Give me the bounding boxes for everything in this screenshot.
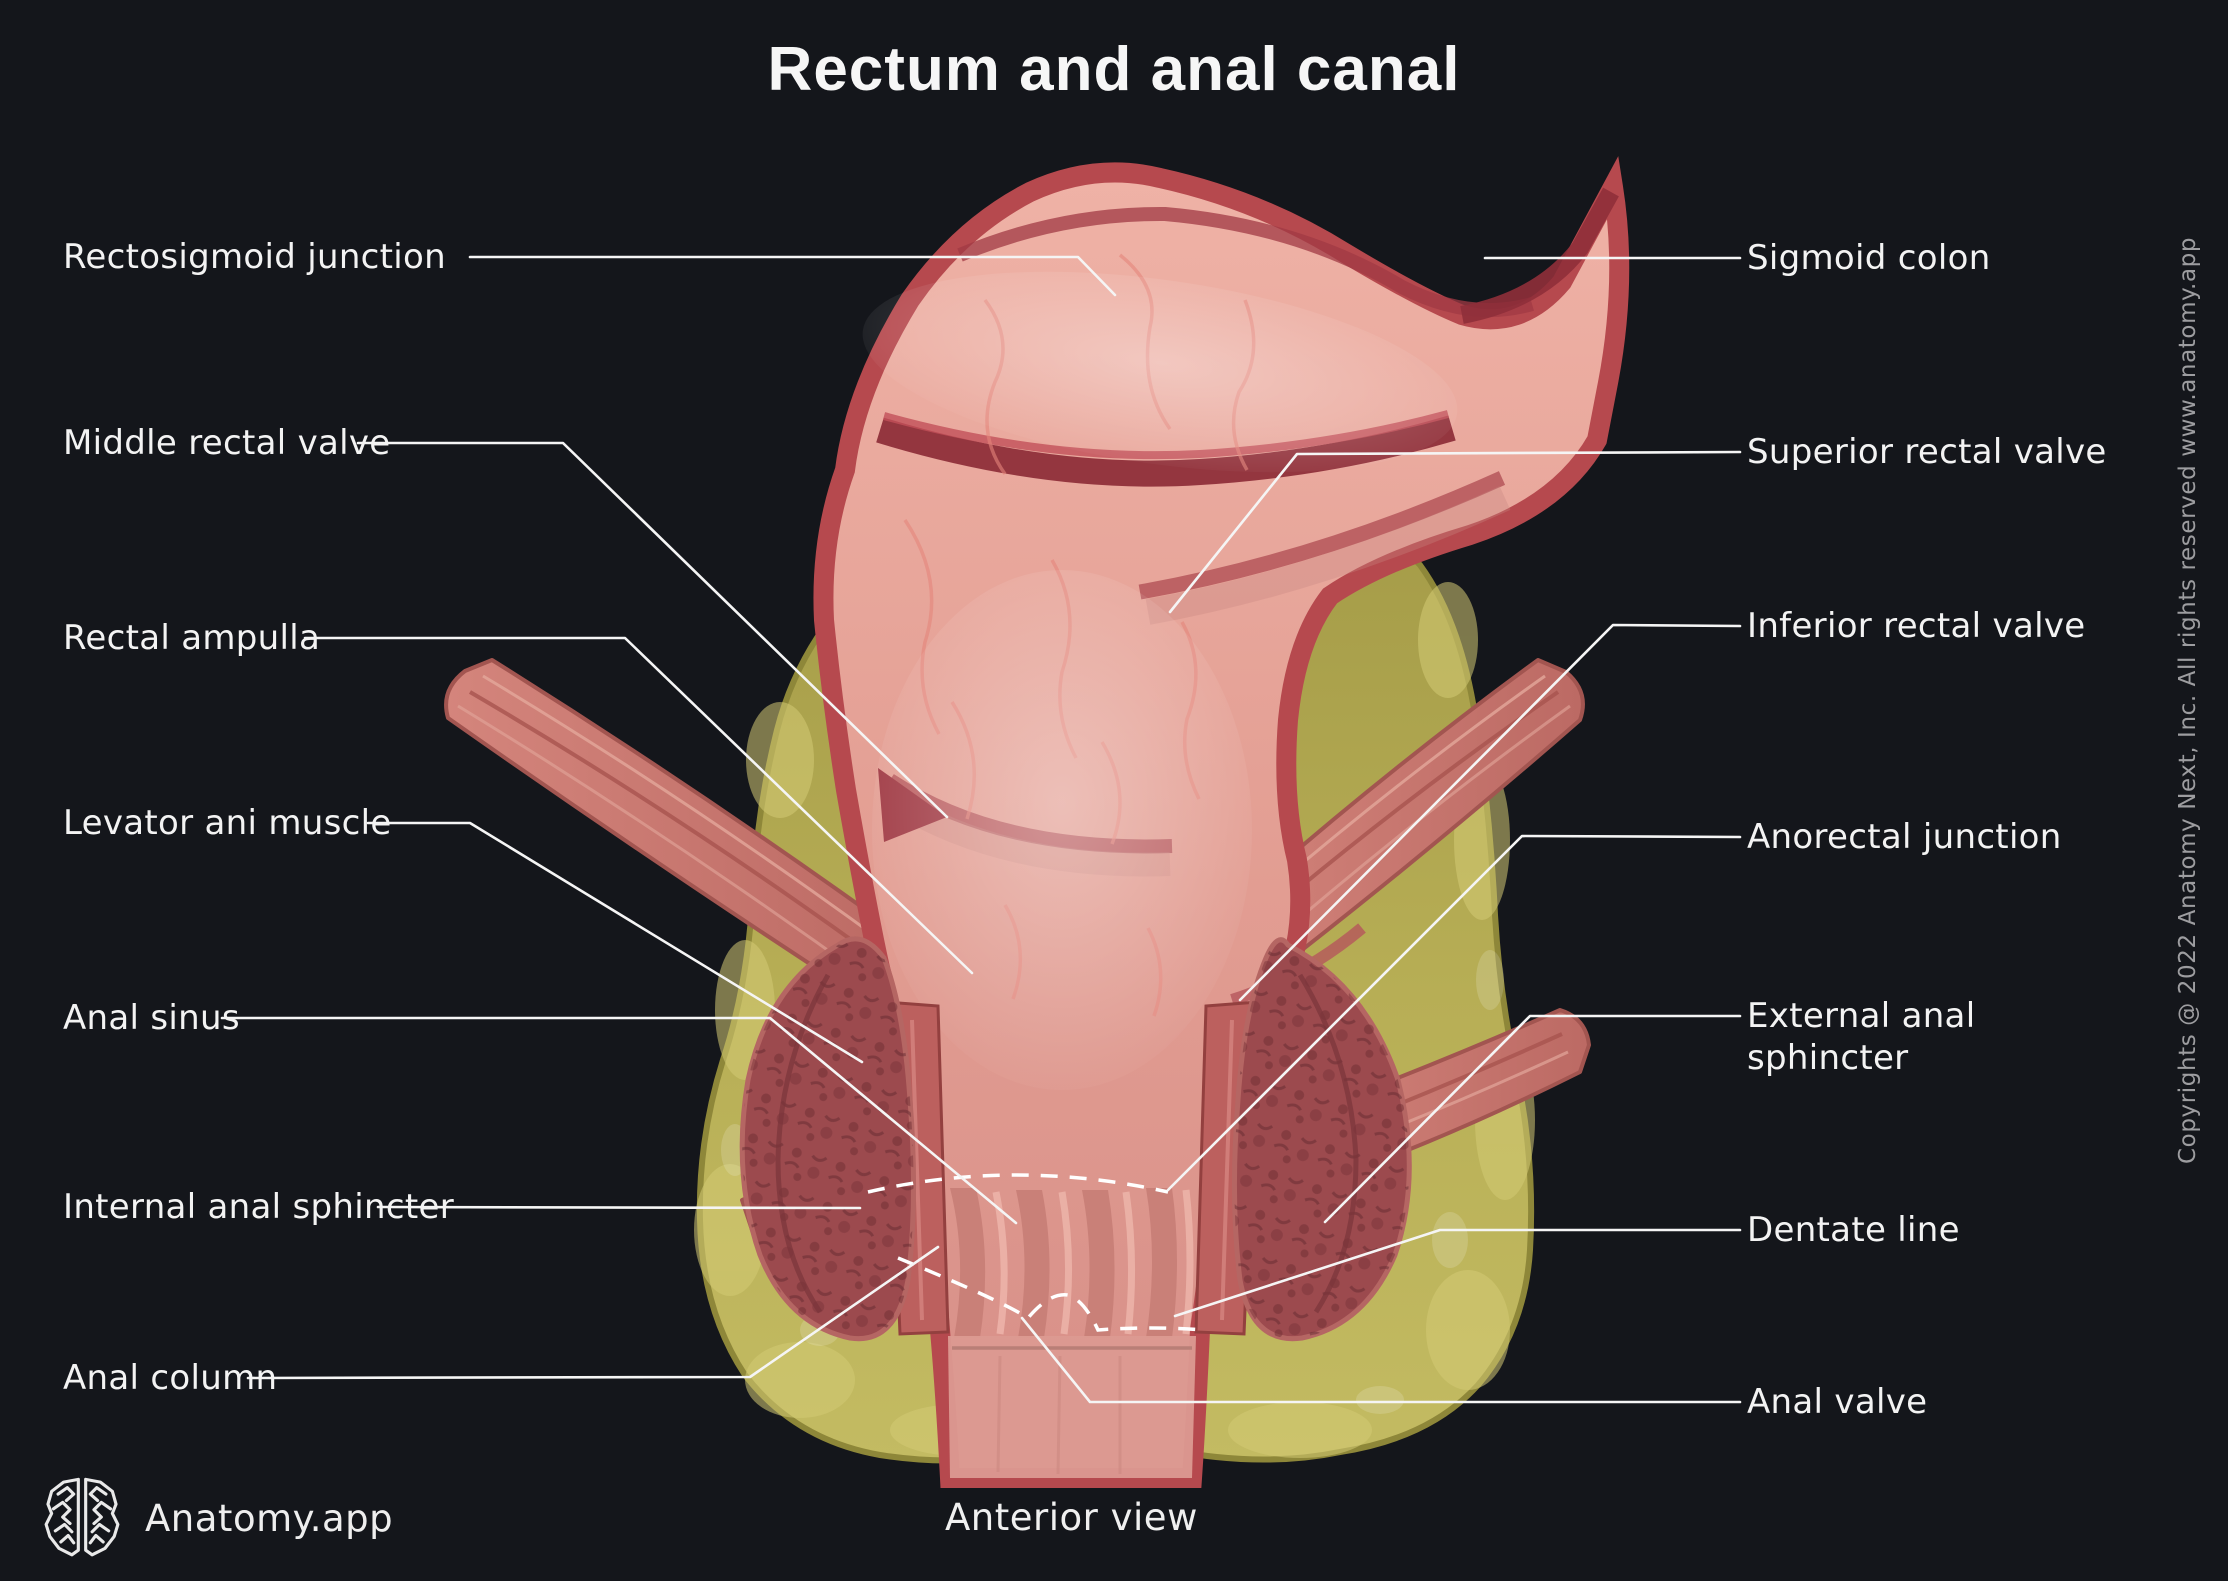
leader-anorectal-junction [1166, 834, 1742, 1192]
dashed-lines [867, 1173, 1206, 1332]
copyright-text: Copyrights @ 2022 Anatomy Next, Inc. All… [2175, 236, 2201, 1164]
leader-external-anal-sphincter [1323, 1014, 1742, 1224]
leader-anal-valve [1020, 1316, 1742, 1404]
view-caption: Anterior view [945, 1496, 1198, 1539]
label-anal-sinus: Anal sinus [63, 998, 240, 1038]
dentate-dashed-line [897, 1256, 1206, 1332]
leader-levator-ani-muscle [366, 821, 864, 1064]
leader-middle-rectal-valve [356, 441, 949, 819]
leader-anal-sinus [220, 1016, 1018, 1225]
label-rectosigmoid-junction: Rectosigmoid junction [63, 237, 447, 277]
label-inferior-rectal-valve: Inferior rectal valve [1747, 606, 2086, 646]
leader-anal-column [246, 1245, 940, 1380]
label-rectal-ampulla: Rectal ampulla [63, 618, 321, 658]
label-external-anal-sphincter: External anal sphincter [1747, 996, 1976, 1078]
leader-dentate-line [1173, 1228, 1742, 1318]
external-anal-sphincter [739, 936, 1412, 1342]
anorectal-junction-dashed-line [867, 1173, 1169, 1194]
page-title: Rectum and anal canal [767, 35, 1461, 104]
label-internal-anal-sphincter: Internal anal sphincter [63, 1187, 454, 1227]
label-anorectal-junction: Anorectal junction [1747, 817, 2062, 857]
leader-rectosigmoid-junction [468, 255, 1117, 297]
rectum-body [813, 156, 1630, 1488]
label-superior-rectal-valve: Superior rectal valve [1747, 432, 2107, 472]
leader-internal-anal-sphincter [376, 1205, 862, 1210]
label-dentate-line: Dentate line [1747, 1210, 1960, 1250]
label-anal-valve: Anal valve [1747, 1382, 1928, 1422]
label-sigmoid-colon: Sigmoid colon [1747, 238, 1991, 278]
anal-columns [950, 1188, 1194, 1338]
label-anal-column: Anal column [63, 1358, 278, 1398]
label-middle-rectal-valve: Middle rectal valve [63, 423, 391, 463]
brain-logo-icon [44, 1477, 120, 1557]
leader-rectal-ampulla [303, 636, 974, 975]
leader-superior-rectal-valve [1168, 450, 1742, 614]
label-levator-ani-muscle: Levator ani muscle [63, 803, 392, 843]
leader-inferior-rectal-valve [1238, 623, 1742, 1002]
leader-lines [220, 255, 1742, 1404]
brand-name: Anatomy.app [145, 1497, 394, 1540]
